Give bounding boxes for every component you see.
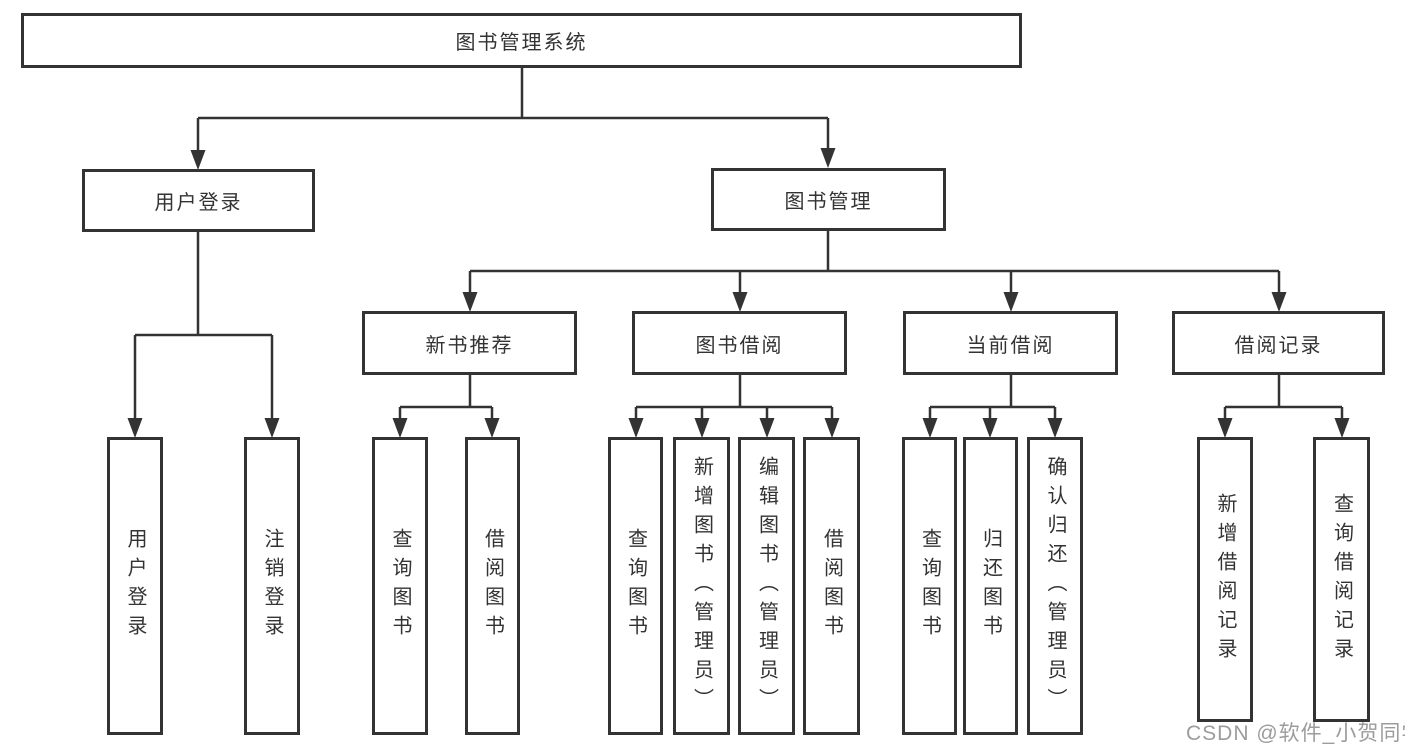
leaf-query-books-recommend-label: 查询图书: [389, 528, 411, 644]
node-current-borrowing: 当前借阅: [903, 311, 1118, 375]
leaf-return-books-label: 归还图书: [979, 528, 1002, 644]
node-book-borrowing-label: 图书借阅: [695, 334, 784, 357]
leaf-add-borrow-record: 新增借阅记录: [1197, 437, 1253, 722]
node-borrowing-records: 借阅记录: [1172, 311, 1385, 375]
leaf-edit-book-admin: 编辑图书（管理员）: [738, 437, 795, 735]
node-current-borrowing-label: 当前借阅: [966, 334, 1055, 357]
leaf-query-borrow-record-label: 查询借阅记录: [1330, 492, 1353, 667]
node-new-book-recommend-label: 新书推荐: [425, 334, 514, 357]
leaf-query-books-recommend: 查询图书: [372, 437, 428, 735]
node-new-book-recommend: 新书推荐: [362, 311, 577, 375]
leaf-query-books-borrowing: 查询图书: [608, 437, 663, 735]
node-book-management-label: 图书管理: [784, 191, 873, 213]
node-book-borrowing: 图书借阅: [632, 311, 847, 375]
node-library-management-system-label: 图书管理系统: [455, 32, 588, 54]
node-library-management-system: 图书管理系统: [21, 13, 1022, 68]
leaf-add-borrow-record-label: 新增借阅记录: [1214, 492, 1236, 667]
node-user-login: 用户登录: [82, 169, 315, 232]
leaf-user-login-label: 用户登录: [124, 528, 146, 644]
node-user-login-label: 用户登录: [154, 192, 243, 214]
leaf-user-login: 用户登录: [107, 437, 163, 735]
node-borrowing-records-label: 借阅记录: [1234, 334, 1323, 357]
leaf-confirm-return-admin-label: 确认归还（管理员）: [1044, 455, 1066, 717]
leaf-query-books-current-label: 查询图书: [918, 528, 941, 644]
leaf-borrow-books-label: 借阅图书: [820, 528, 843, 644]
node-book-management: 图书管理: [711, 168, 946, 231]
leaf-logout-label: 注销登录: [261, 528, 283, 644]
leaf-borrow-books-recommend: 借阅图书: [465, 437, 520, 735]
leaf-add-book-admin: 新增图书（管理员）: [673, 437, 730, 735]
leaf-borrow-books: 借阅图书: [803, 437, 860, 735]
leaf-query-borrow-record: 查询借阅记录: [1313, 437, 1370, 722]
leaf-return-books: 归还图书: [963, 437, 1018, 735]
leaf-borrow-books-recommend-label: 借阅图书: [481, 528, 504, 644]
leaf-add-book-admin-label: 新增图书（管理员）: [690, 455, 713, 717]
leaf-edit-book-admin-label: 编辑图书（管理员）: [755, 455, 778, 717]
leaf-logout: 注销登录: [244, 437, 300, 735]
leaf-query-books-borrowing-label: 查询图书: [624, 528, 647, 644]
leaf-query-books-current: 查询图书: [902, 437, 957, 735]
csdn-watermark: CSDN @软件_小贺同学: [1186, 722, 1405, 745]
leaf-confirm-return-admin: 确认归还（管理员）: [1027, 437, 1083, 735]
